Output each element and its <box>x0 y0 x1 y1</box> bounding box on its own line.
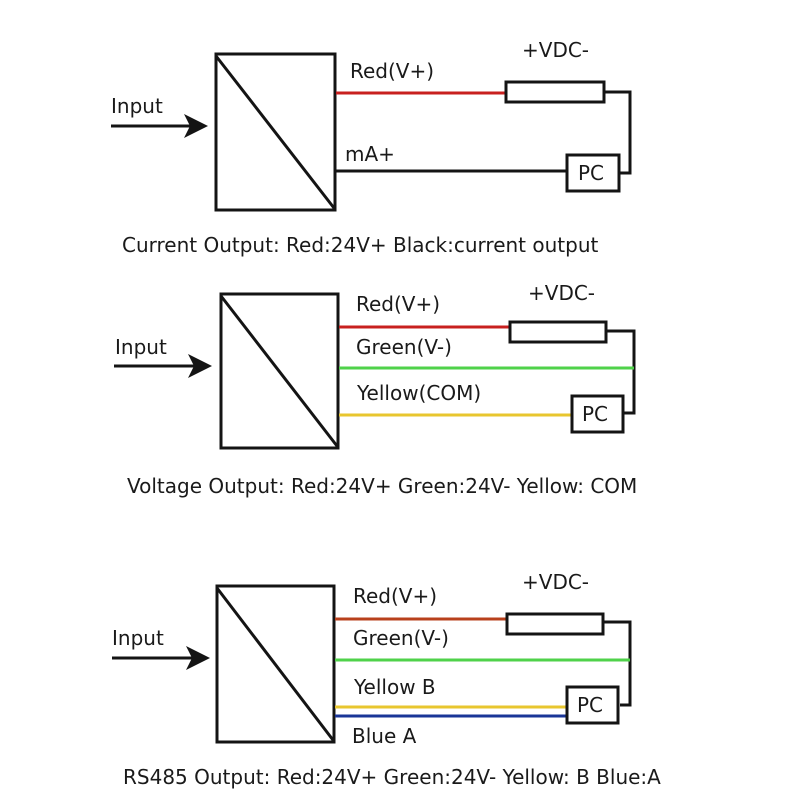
transmitter-box <box>215 584 336 744</box>
transmitter-box <box>214 52 337 212</box>
wire-label-yellow: Yellow(COM) <box>356 381 481 405</box>
input-label: Input <box>111 94 163 118</box>
caption-rs485-output: RS485 Output: Red:24V+ Green:24V- Yellow… <box>123 765 661 789</box>
vdc-label: +VDC- <box>522 38 589 62</box>
current-output-diagram: Input Red(V+) +VDC- mA+ PC Current Outpu… <box>111 38 632 257</box>
vdc-resistor <box>504 80 606 104</box>
wire-label-green: Green(V-) <box>356 335 452 359</box>
pc-label: PC <box>582 402 608 426</box>
wire-label-blue: Blue A <box>352 724 417 748</box>
return-wire <box>604 90 632 175</box>
wire-label-yellow: Yellow B <box>353 675 436 699</box>
vdc-resistor <box>505 612 605 636</box>
transmitter-box <box>219 292 340 450</box>
wire-label-red: Red(V+) <box>353 584 437 608</box>
pc-box: PC <box>565 153 621 193</box>
pc-box: PC <box>570 394 625 434</box>
voltage-output-diagram: Input Red(V+) +VDC- Green(V-) Yellow(COM… <box>114 281 637 498</box>
return-wire <box>603 620 632 707</box>
input-arrow <box>112 646 210 670</box>
vdc-label: +VDC- <box>522 570 589 594</box>
pc-label: PC <box>577 693 603 717</box>
input-arrow <box>114 354 212 378</box>
input-arrow <box>111 114 208 138</box>
vdc-label: +VDC- <box>528 281 595 305</box>
wire-label-red: Red(V+) <box>350 59 434 83</box>
pc-label: PC <box>578 161 604 185</box>
wire-label-ma: mA+ <box>345 142 395 166</box>
input-label: Input <box>112 626 164 650</box>
wire-label-red: Red(V+) <box>356 292 440 316</box>
vdc-resistor <box>508 320 608 344</box>
caption-voltage-output: Voltage Output: Red:24V+ Green:24V- Yell… <box>127 474 637 498</box>
pc-box: PC <box>565 685 620 725</box>
rs485-output-diagram: Input Red(V+) +VDC- Green(V-) Yellow B B… <box>112 570 661 789</box>
input-label: Input <box>115 335 167 359</box>
return-wire <box>606 329 636 415</box>
caption-current-output: Current Output: Red:24V+ Black:current o… <box>122 233 599 257</box>
wire-label-green: Green(V-) <box>353 626 449 650</box>
